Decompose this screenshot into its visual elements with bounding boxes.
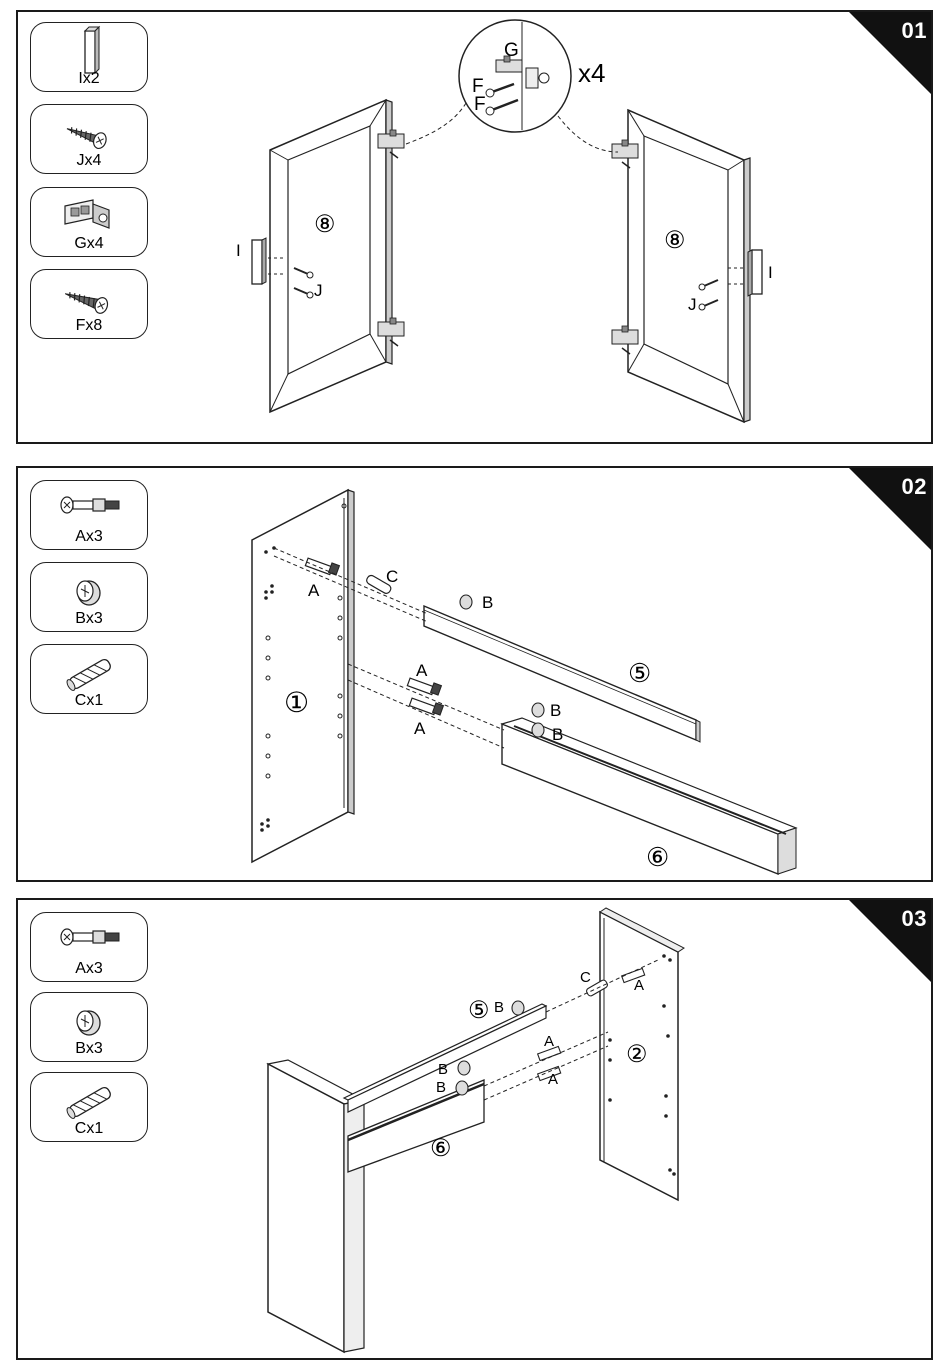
bolt-label-a3: A <box>414 719 426 738</box>
dowel-label-c: C <box>580 969 591 986</box>
lock-label-b3: B <box>552 725 563 744</box>
detail-label-f2: F <box>474 94 486 115</box>
door-panel-left <box>270 100 392 412</box>
panel-number-right: ⑧ <box>664 227 686 254</box>
bolt-label-a1: A <box>308 581 320 600</box>
cam-bolt-icon <box>407 678 441 695</box>
step-1-drawing: G F F x4 ⑧ ⑧ I I J J <box>18 12 933 444</box>
lock-label-b1: B <box>482 593 493 612</box>
rail-bottom-number: ⑥ <box>646 842 669 872</box>
rail-top <box>424 606 700 742</box>
lock-label-b2: B <box>550 701 561 720</box>
step-2-drawing: A C B A A B B ① ⑤ ⑥ <box>18 468 933 882</box>
detail-count: x4 <box>578 58 605 88</box>
step-3-panel: 03 Ax3 Bx3 Cx1 <box>16 898 933 1360</box>
step-2-panel: 02 Ax3 Bx3 Cx1 <box>16 466 933 882</box>
panel-number-left: ⑧ <box>314 211 336 238</box>
dowel-label-c: C <box>386 567 398 586</box>
detail-label-g: G <box>504 40 519 61</box>
lock-label-b3: B <box>436 1079 446 1096</box>
lock-label-b1: B <box>494 999 504 1016</box>
screw-label-right: J <box>688 295 697 314</box>
side-panel <box>252 490 354 862</box>
step-3-drawing: A C B A A B B ② ⑤ ⑥ <box>18 900 933 1360</box>
handle-label-right: I <box>768 263 773 282</box>
side-panel-number: ① <box>284 687 309 718</box>
step-1-panel: 01 Ix2 Jx4 Gx4 <box>16 10 933 444</box>
rail-top-number: ⑤ <box>628 658 651 688</box>
bolt-label-a3: A <box>548 1071 558 1088</box>
bolt-label-a2: A <box>544 1033 554 1050</box>
door-panel-right <box>628 110 750 422</box>
rail-top-number: ⑤ <box>468 997 490 1024</box>
side-panel-number: ② <box>626 1041 648 1068</box>
handle-label-left: I <box>236 241 241 260</box>
rail-bottom-number: ⑥ <box>430 1135 452 1162</box>
cam-bolt-icon <box>409 698 443 715</box>
bolt-label-a2: A <box>416 661 428 680</box>
screw-label-left: J <box>314 281 323 300</box>
bolt-label-a1: A <box>634 977 644 994</box>
lock-label-b2: B <box>438 1061 448 1078</box>
